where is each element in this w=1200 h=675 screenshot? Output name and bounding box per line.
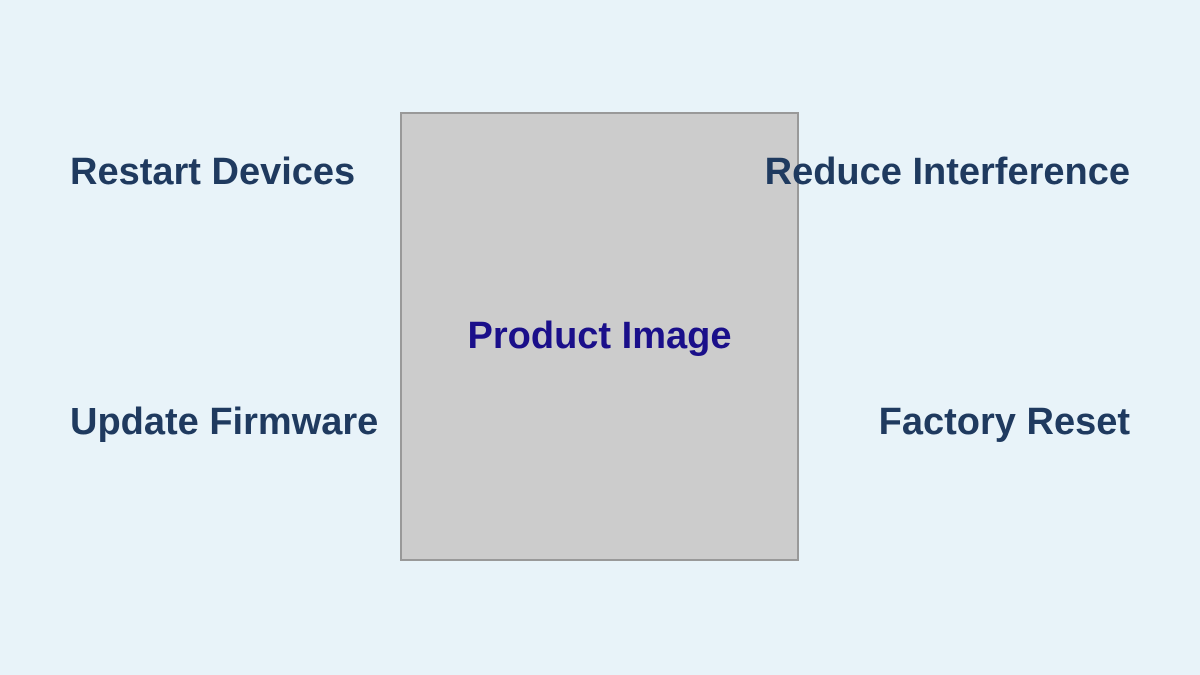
product-image-placeholder: Product Image [400,112,799,561]
tip-restart-devices: Restart Devices [70,151,356,193]
product-image-label: Product Image [467,315,732,357]
tip-update-firmware: Update Firmware [70,401,379,443]
tip-reduce-interference: Reduce Interference [764,151,1130,193]
tip-factory-reset: Factory Reset [878,401,1130,443]
